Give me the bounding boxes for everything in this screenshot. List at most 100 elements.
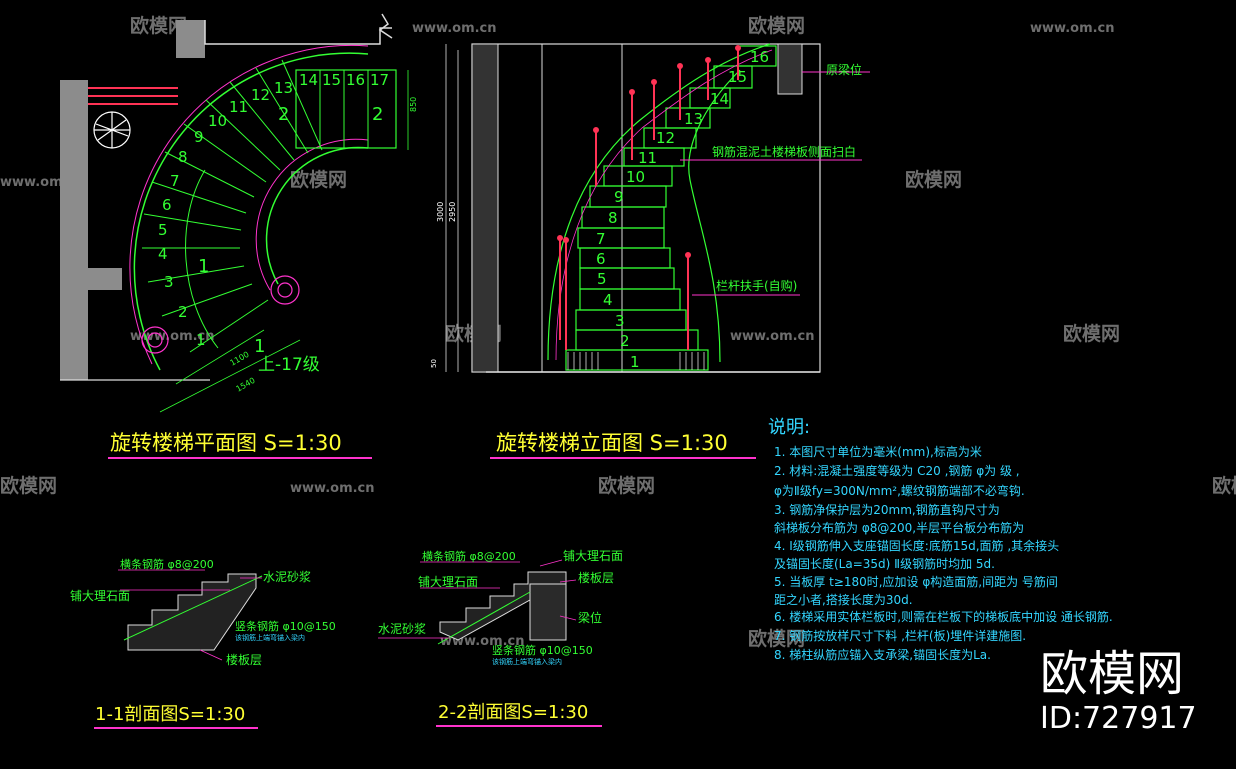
step-number: 13: [684, 110, 703, 128]
step-number: 7: [170, 172, 180, 190]
note-line: 距之小者,搭接长度为30d.: [774, 592, 913, 607]
label-cement: 水泥砂浆: [263, 569, 311, 584]
label-rebar-h: 横条钢筋 φ8@200: [120, 557, 214, 571]
walk-line: [185, 169, 219, 349]
step-number: 17: [370, 71, 389, 89]
section-1-1: 横条钢筋 φ8@200 水泥砂浆 铺大理石面 竖条钢筋 φ10@150 该钢筋上…: [70, 557, 336, 729]
label-rebar-v-note: 该钢筋上端弯锚入梁内: [492, 657, 562, 666]
watermark-brand: 欧模网: [0, 474, 57, 497]
handrail-outer: [129, 44, 369, 365]
step-number: 16: [750, 48, 769, 66]
label-slab: 楼板层: [226, 652, 262, 667]
dim-line: [159, 339, 301, 413]
baluster-knobs: [557, 45, 741, 258]
watermark-brand: 欧模网: [598, 474, 655, 497]
step-number: 3: [164, 273, 174, 291]
beam-hatch: [777, 43, 803, 95]
step-number: 10: [208, 112, 227, 130]
wall: [60, 20, 205, 80]
step-number: 15: [322, 71, 341, 89]
note-line: 3. 钢筋净保护层为20mm,钢筋直钩尺寸为: [774, 502, 1000, 517]
section-mark: 2: [278, 104, 289, 125]
note-handrail: 栏杆扶手(自购): [716, 278, 797, 293]
section-mark: 1: [198, 256, 209, 277]
watermark-url: www.om.cn: [1030, 21, 1115, 36]
label-rebar-v: 竖条钢筋 φ10@150: [492, 643, 593, 657]
watermark-url: www.om.cn: [730, 329, 815, 344]
note-line: 及锚固长度(La=35d) Ⅱ级钢筋时均加 5d.: [774, 556, 995, 571]
note-line: 8. 梯柱纵筋应锚入支承梁,锚固长度为La.: [774, 647, 991, 662]
step-number: 12: [251, 86, 270, 104]
rebar-line: [123, 575, 263, 641]
dim-text: 3000: [436, 202, 445, 222]
label-marble-top: 铺大理石面: [563, 549, 623, 563]
step-number: 9: [194, 128, 204, 146]
step-number: 12: [656, 129, 675, 147]
watermark-url: www.om.cn: [130, 329, 215, 344]
outer-stringer: [133, 52, 369, 371]
section-mark: 1: [254, 336, 265, 357]
dim-text: 1100: [229, 350, 251, 368]
radial-treads: [142, 59, 323, 353]
brand-id: ID:727917: [1040, 701, 1197, 736]
wall: [88, 268, 122, 290]
elevation-view: 3000 2950 50: [430, 43, 870, 459]
label-cement: 水泥砂浆: [378, 621, 426, 636]
inner-stringer: [265, 146, 369, 285]
elevation-step-numbers: 1 2 3 4 5 6 7 8 9 10 11 12 13 14 15 16: [596, 48, 769, 371]
notes-block: 说明: 1. 本图尺寸单位为毫米(mm),标高为米 2. 材料:混凝土强度等级为…: [768, 417, 1113, 662]
handrail: [555, 49, 773, 361]
handrail-inner: [255, 138, 369, 291]
section-2-2: 横条钢筋 φ8@200 铺大理石面 铺大理石面 楼板层 梁位 水泥砂浆 竖条钢筋…: [378, 549, 623, 727]
watermark-brand: 欧模网: [748, 627, 805, 650]
dim-text: 850: [409, 97, 418, 112]
watermark-brand: 欧模网: [1212, 474, 1236, 497]
step-number: 14: [710, 90, 729, 108]
wall-outline: [204, 20, 392, 45]
wall: [60, 80, 88, 380]
brand-name: 欧模网: [1040, 646, 1184, 702]
landing: [295, 69, 397, 149]
watermark-brand: 欧模网: [1063, 322, 1120, 345]
note-line: 5. 当板厚 t≥180时,应加设 φ构造面筋,间距为 号筋间: [774, 574, 1058, 589]
step-number: 2: [620, 332, 630, 350]
up-label: 上-17级: [258, 355, 320, 375]
stair-section: [127, 573, 257, 651]
note-skirting: 钢筋混泥土楼梯板侧面扫白: [712, 144, 856, 159]
note-line: 4. Ⅰ级钢筋伸入支座锚固长度:底筋15d,面筋 ,其余接头: [774, 538, 1059, 553]
beam-section: [529, 583, 567, 641]
base-hatch: [567, 352, 705, 370]
step-number: 16: [346, 71, 365, 89]
step-number: 4: [158, 245, 168, 263]
step-number: 10: [626, 168, 645, 186]
step-number: 1: [630, 353, 640, 371]
rebar-line: [437, 591, 531, 645]
step-number: 5: [597, 270, 607, 288]
note-line: 2. 材料:混凝土强度等级为 C20 ,钢筋 φ为 级 ,: [774, 463, 1020, 478]
elevation-frame: [471, 43, 821, 373]
leader-line: [539, 559, 563, 567]
plant-icon: [93, 111, 131, 149]
note-line: 7. 钢筋按放样尺寸下料 ,栏杆(板)埋件详建施图.: [774, 628, 1026, 643]
plan-title: 旋转楼梯平面图 S=1:30: [110, 431, 342, 455]
leader-line: [559, 615, 577, 621]
step-number: 11: [638, 149, 657, 167]
step-number: 13: [274, 79, 293, 97]
watermark-brand: 欧模网: [290, 168, 347, 191]
step-number: 6: [596, 250, 606, 268]
dim-text: 2950: [448, 202, 457, 222]
plan-step-numbers: 1 2 3 4 5 6 7 8 9 10 11 12 13 14 15 16 1…: [158, 71, 389, 349]
step-number: 7: [596, 230, 606, 248]
step-number: 5: [158, 221, 168, 239]
section-22-title: 2-2剖面图S=1:30: [438, 702, 588, 723]
plan-view: 1 2 3 4 5 6 7 8 9 10 11 12 13 14 15 16 1…: [60, 13, 418, 459]
step-number: 8: [608, 209, 618, 227]
note-line: 6. 楼梯采用实体栏板时,则需在栏板下的梯板底中加设 通长钢筋.: [774, 609, 1113, 624]
leader-line: [559, 579, 577, 583]
dim-text: 50: [430, 359, 438, 368]
dim-text: 1540: [235, 376, 257, 394]
step-number: 11: [229, 98, 248, 116]
step-number: 3: [615, 312, 625, 330]
label-slab: 楼板层: [578, 570, 614, 585]
